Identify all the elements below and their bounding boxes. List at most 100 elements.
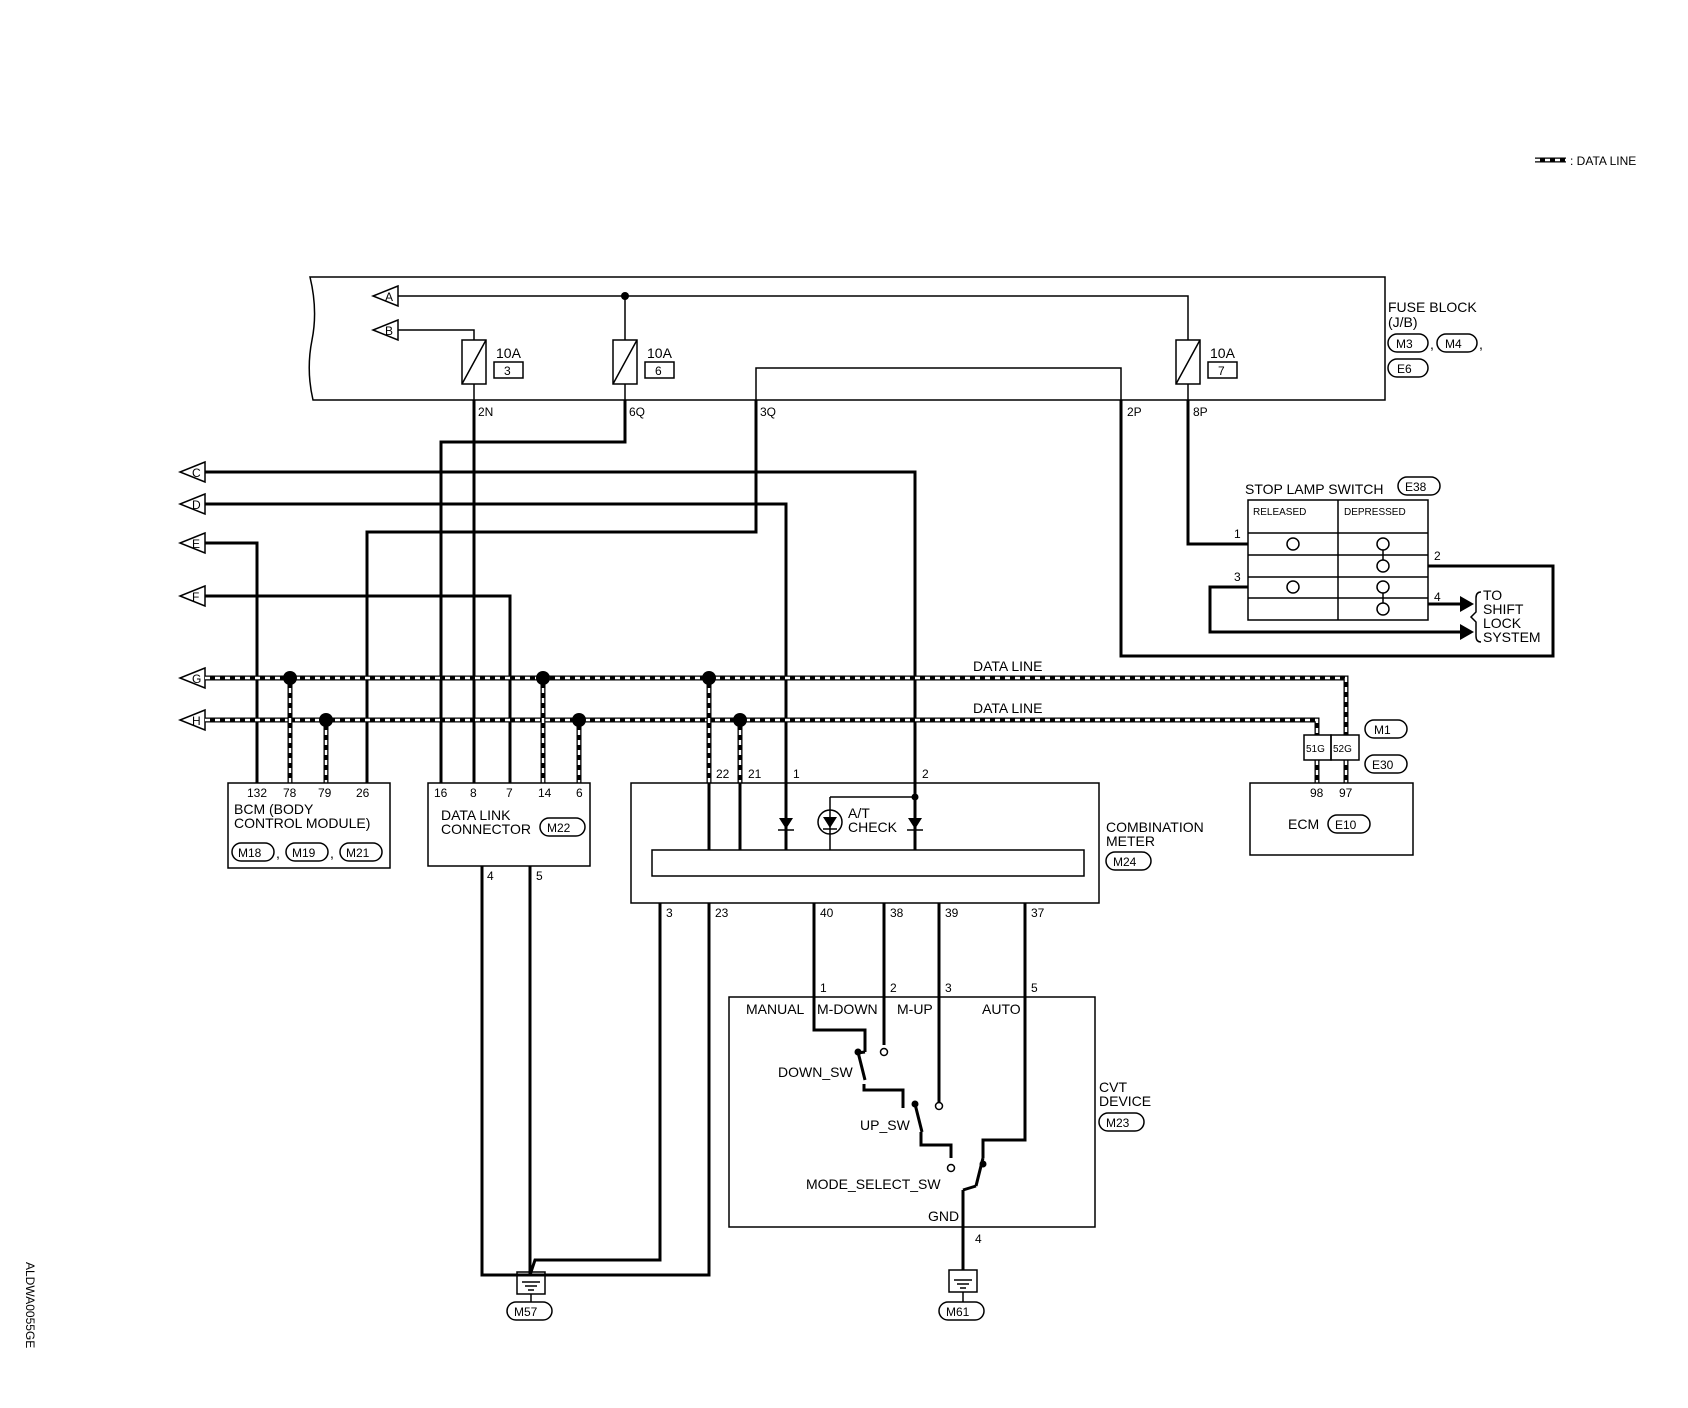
svg-text:M-DOWN: M-DOWN [817,1001,878,1017]
svg-text:37: 37 [1031,906,1045,920]
ground-m61: M61 [938,1269,985,1321]
svg-text:2: 2 [890,981,897,995]
mode-select-sw-label: MODE_SELECT_SW [806,1176,941,1192]
svg-text:38: 38 [890,906,904,920]
svg-text:3: 3 [945,981,952,995]
meter-diode-2 [908,818,922,829]
svg-text:AUTO: AUTO [982,1001,1021,1017]
meter-diode-1 [779,818,793,829]
stop-lamp-switch: STOP LAMP SWITCH E38 RELEASED DEPRESSED … [1234,476,1541,645]
terminal-f: F [177,584,206,608]
svg-text:D: D [192,498,201,512]
terminal-h: H [177,708,206,732]
svg-text:10A: 10A [496,345,522,361]
ground-m57-label: M57 [514,1305,538,1319]
fuse-6: 10A 6 [612,339,675,400]
fuse-block-outline [308,276,1386,401]
fuse-pin-2n: 2N [478,405,493,419]
svg-text:CONTROL MODULE): CONTROL MODULE) [234,815,370,831]
arrow-to-shift-lock-2 [1460,624,1474,640]
stop-lamp-released: RELEASED [1253,507,1306,518]
svg-text:M18: M18 [238,846,262,860]
svg-text:16: 16 [434,786,448,800]
svg-text:C: C [192,466,201,480]
svg-text:10A: 10A [647,345,673,361]
svg-text:2: 2 [1434,549,1441,563]
bcm: 132 78 79 26 BCM (BODY CONTROL MODULE) M… [227,782,391,869]
svg-text:40: 40 [820,906,834,920]
svg-text:F: F [192,590,199,604]
cvt-title: CVT [1099,1079,1127,1095]
svg-text:1: 1 [820,981,827,995]
arrow-to-shift-lock-1 [1460,596,1474,612]
ground-m61-label: M61 [946,1305,970,1319]
svg-text:98: 98 [1310,786,1324,800]
ecm-title: ECM [1288,816,1319,832]
svg-text:M21: M21 [346,846,370,860]
svg-text:21: 21 [748,767,762,781]
svg-text:4: 4 [487,869,494,883]
svg-text:5: 5 [1031,981,1038,995]
at-check-label-2: CHECK [848,819,898,835]
terminal-b: B [370,318,399,342]
fuse-block-title: FUSE BLOCK [1388,299,1477,315]
svg-text:,: , [1430,336,1434,352]
data-lines: DATA LINE DATA LINE [205,658,1349,783]
fuse-block-sub: (J/B) [1388,314,1418,330]
fuse-block-connector-e6: E6 [1397,362,1412,376]
data-link-connector: 16 8 7 14 6 DATA LINK CONNECTOR M22 4 5 [427,782,591,883]
terminal-g: G [177,666,206,690]
svg-text:E10: E10 [1335,818,1357,832]
wires [205,400,1555,1277]
fuse-pin-6q: 6Q [629,405,645,419]
svg-text:M24: M24 [1113,855,1137,869]
dlc-title: DATA LINK [441,807,511,823]
svg-text:22: 22 [716,767,730,781]
fuse-pin-3q: 3Q [760,405,776,419]
svg-text:7: 7 [1218,364,1225,378]
terminal-a: A [370,284,399,308]
svg-text:METER: METER [1106,833,1155,849]
fuse-block-connector-m3: M3 [1396,337,1413,351]
fuse-block-connector-m4: M4 [1445,337,1462,351]
stop-lamp-depressed: DEPRESSED [1344,507,1406,518]
svg-text:79: 79 [318,786,332,800]
stop-lamp-switch-code: E38 [1405,480,1427,494]
svg-text:DEVICE: DEVICE [1099,1093,1151,1109]
fuse-pin-8p: 8P [1193,405,1208,419]
svg-text:H: H [192,714,201,728]
svg-text:M1: M1 [1374,723,1391,737]
legend: : DATA LINE [1535,154,1636,168]
svg-text:97: 97 [1339,786,1353,800]
fuse-block: FUSE BLOCK (J/B) M3 , M4 , E6 [308,276,1483,401]
svg-text:G: G [192,672,201,686]
svg-text:A: A [385,290,393,304]
meter-title: COMBINATION [1106,819,1204,835]
at-check-label-1: A/T [848,805,870,821]
fuse-pin-2p: 2P [1127,405,1142,419]
svg-text:52G: 52G [1333,744,1352,755]
svg-text:4: 4 [1434,590,1441,604]
svg-text:78: 78 [283,786,297,800]
down-sw-label: DOWN_SW [778,1064,853,1080]
svg-text:M23: M23 [1106,1116,1130,1130]
svg-text:LOCK: LOCK [1483,615,1522,631]
svg-text:14: 14 [538,786,552,800]
svg-text:TO: TO [1483,587,1502,603]
legend-data-line-text: : DATA LINE [1570,154,1636,168]
svg-text:8: 8 [470,786,477,800]
svg-text:6: 6 [576,786,583,800]
svg-text:M22: M22 [547,821,571,835]
terminal-c: C [177,460,206,484]
svg-text:6: 6 [655,364,662,378]
svg-text:1: 1 [793,767,800,781]
svg-text:132: 132 [247,786,267,800]
svg-text:,: , [276,845,280,861]
svg-text:SYSTEM: SYSTEM [1483,629,1541,645]
svg-text:,: , [1479,336,1483,352]
cvt-device: 1 2 3 5 MANUAL M-DOWN M-UP AUTO DOWN_SW … [728,981,1151,1246]
ecm: 51G 52G M1 E30 98 97 ECM E10 [1249,719,1414,856]
svg-text:2: 2 [922,767,929,781]
ground-m57: M57 [506,1271,553,1321]
